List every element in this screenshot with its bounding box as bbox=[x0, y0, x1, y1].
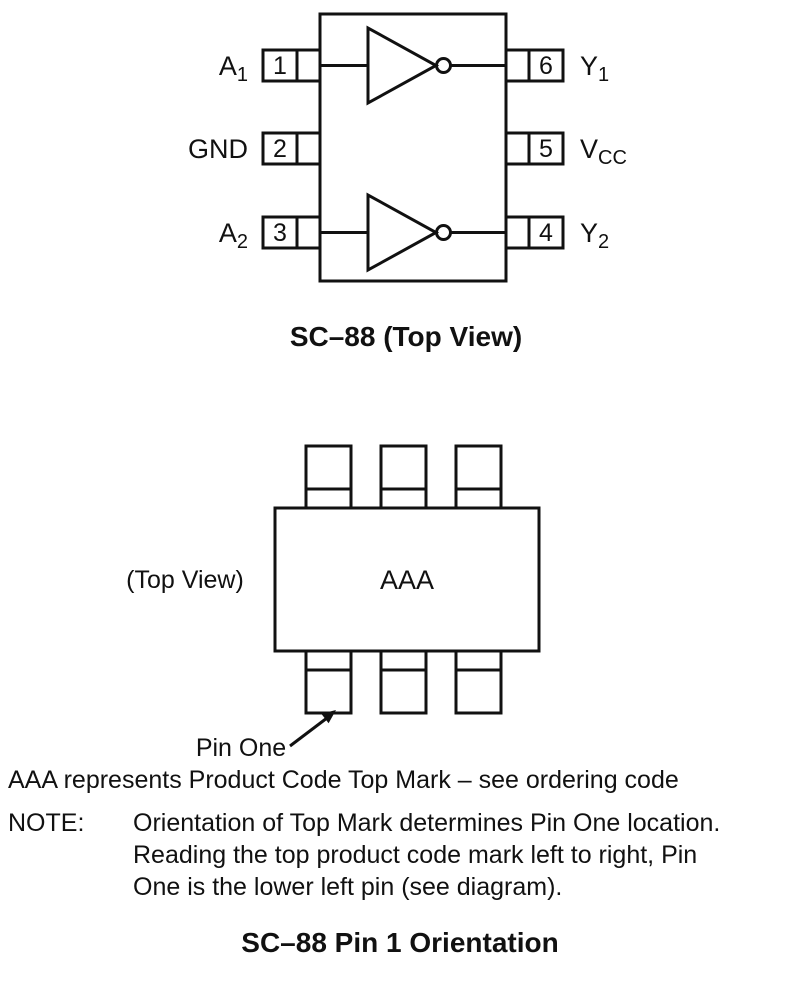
pin-5-number: 5 bbox=[539, 135, 553, 163]
pin-1-signal-label: A1 bbox=[219, 51, 248, 86]
note-line-2: Reading the top product code mark left t… bbox=[133, 841, 697, 869]
note-label: NOTE: bbox=[8, 809, 84, 837]
bottom-pin-left-box bbox=[304, 649, 353, 715]
pin-2-signal-label: GND bbox=[188, 134, 248, 164]
note-line-3: One is the lower left pin (see diagram). bbox=[133, 873, 562, 901]
top-pin-left-box bbox=[304, 444, 353, 510]
top-pin-right bbox=[454, 444, 503, 510]
inverter-1-triangle bbox=[366, 25, 440, 106]
pin-one-label: Pin One bbox=[196, 734, 286, 762]
pin-2-number: 2 bbox=[273, 135, 287, 163]
top-view-caption: SC–88 (Top View) bbox=[290, 321, 522, 352]
sc88-top-view-diagram: 1 A1 2 GND 3 A2 6 Y1 bbox=[188, 12, 627, 352]
pin-4-box bbox=[504, 215, 565, 250]
top-pin-middle-box bbox=[379, 444, 428, 510]
bottom-pin-middle bbox=[379, 649, 428, 715]
top-pin-middle bbox=[379, 444, 428, 510]
pin-4-signal-label: Y2 bbox=[580, 218, 609, 253]
product-top-mark: AAA bbox=[380, 565, 434, 595]
pin-one-arrowhead bbox=[321, 710, 336, 724]
pin-one-arrow-icon bbox=[289, 710, 336, 748]
pin-5-signal-label: VCC bbox=[580, 134, 627, 169]
pin-3-signal-label: A2 bbox=[219, 218, 248, 253]
pin-one-arrow-line bbox=[289, 716, 328, 748]
pin-2-box bbox=[261, 131, 322, 166]
legend-text: AAA represents Product Code Top Mark – s… bbox=[8, 766, 679, 794]
bottom-pin-middle-box bbox=[379, 649, 428, 715]
inverter-2-triangle bbox=[366, 192, 440, 273]
pin-4-number: 4 bbox=[539, 219, 553, 247]
pin-1-number: 1 bbox=[273, 52, 287, 80]
pin-6-signal-label: Y1 bbox=[580, 51, 609, 86]
pin-3-box bbox=[261, 215, 322, 250]
pin-6-box bbox=[504, 48, 565, 83]
pin-1-box bbox=[261, 48, 322, 83]
pin-2: 2 bbox=[261, 131, 322, 166]
pin-4: 4 bbox=[504, 215, 565, 250]
inverter-gate-2-icon bbox=[320, 192, 506, 273]
top-pin-right-box bbox=[454, 444, 503, 510]
pin-5: 5 bbox=[504, 131, 565, 166]
inverter-gate-1-icon bbox=[320, 25, 506, 106]
pin-3-number: 3 bbox=[273, 219, 287, 247]
top-pin-left bbox=[304, 444, 353, 510]
pin-3: 3 bbox=[261, 215, 322, 250]
pin-1: 1 bbox=[261, 48, 322, 83]
bottom-pin-right bbox=[454, 649, 503, 715]
top-view-label: (Top View) bbox=[126, 566, 244, 594]
orientation-caption: SC–88 Pin 1 Orientation bbox=[241, 927, 558, 958]
pin-6-number: 6 bbox=[539, 52, 553, 80]
pin-6: 6 bbox=[504, 48, 565, 83]
pin-5-box bbox=[504, 131, 565, 166]
bottom-pin-left bbox=[304, 649, 353, 715]
pin1-orientation-diagram: AAA (Top View) Pin One SC–88 Pin 1 Orien… bbox=[126, 444, 559, 958]
notes-block: AAA represents Product Code Top Mark – s… bbox=[8, 766, 720, 901]
note-line-1: Orientation of Top Mark determines Pin O… bbox=[133, 809, 720, 837]
bottom-pin-right-box bbox=[454, 649, 503, 715]
